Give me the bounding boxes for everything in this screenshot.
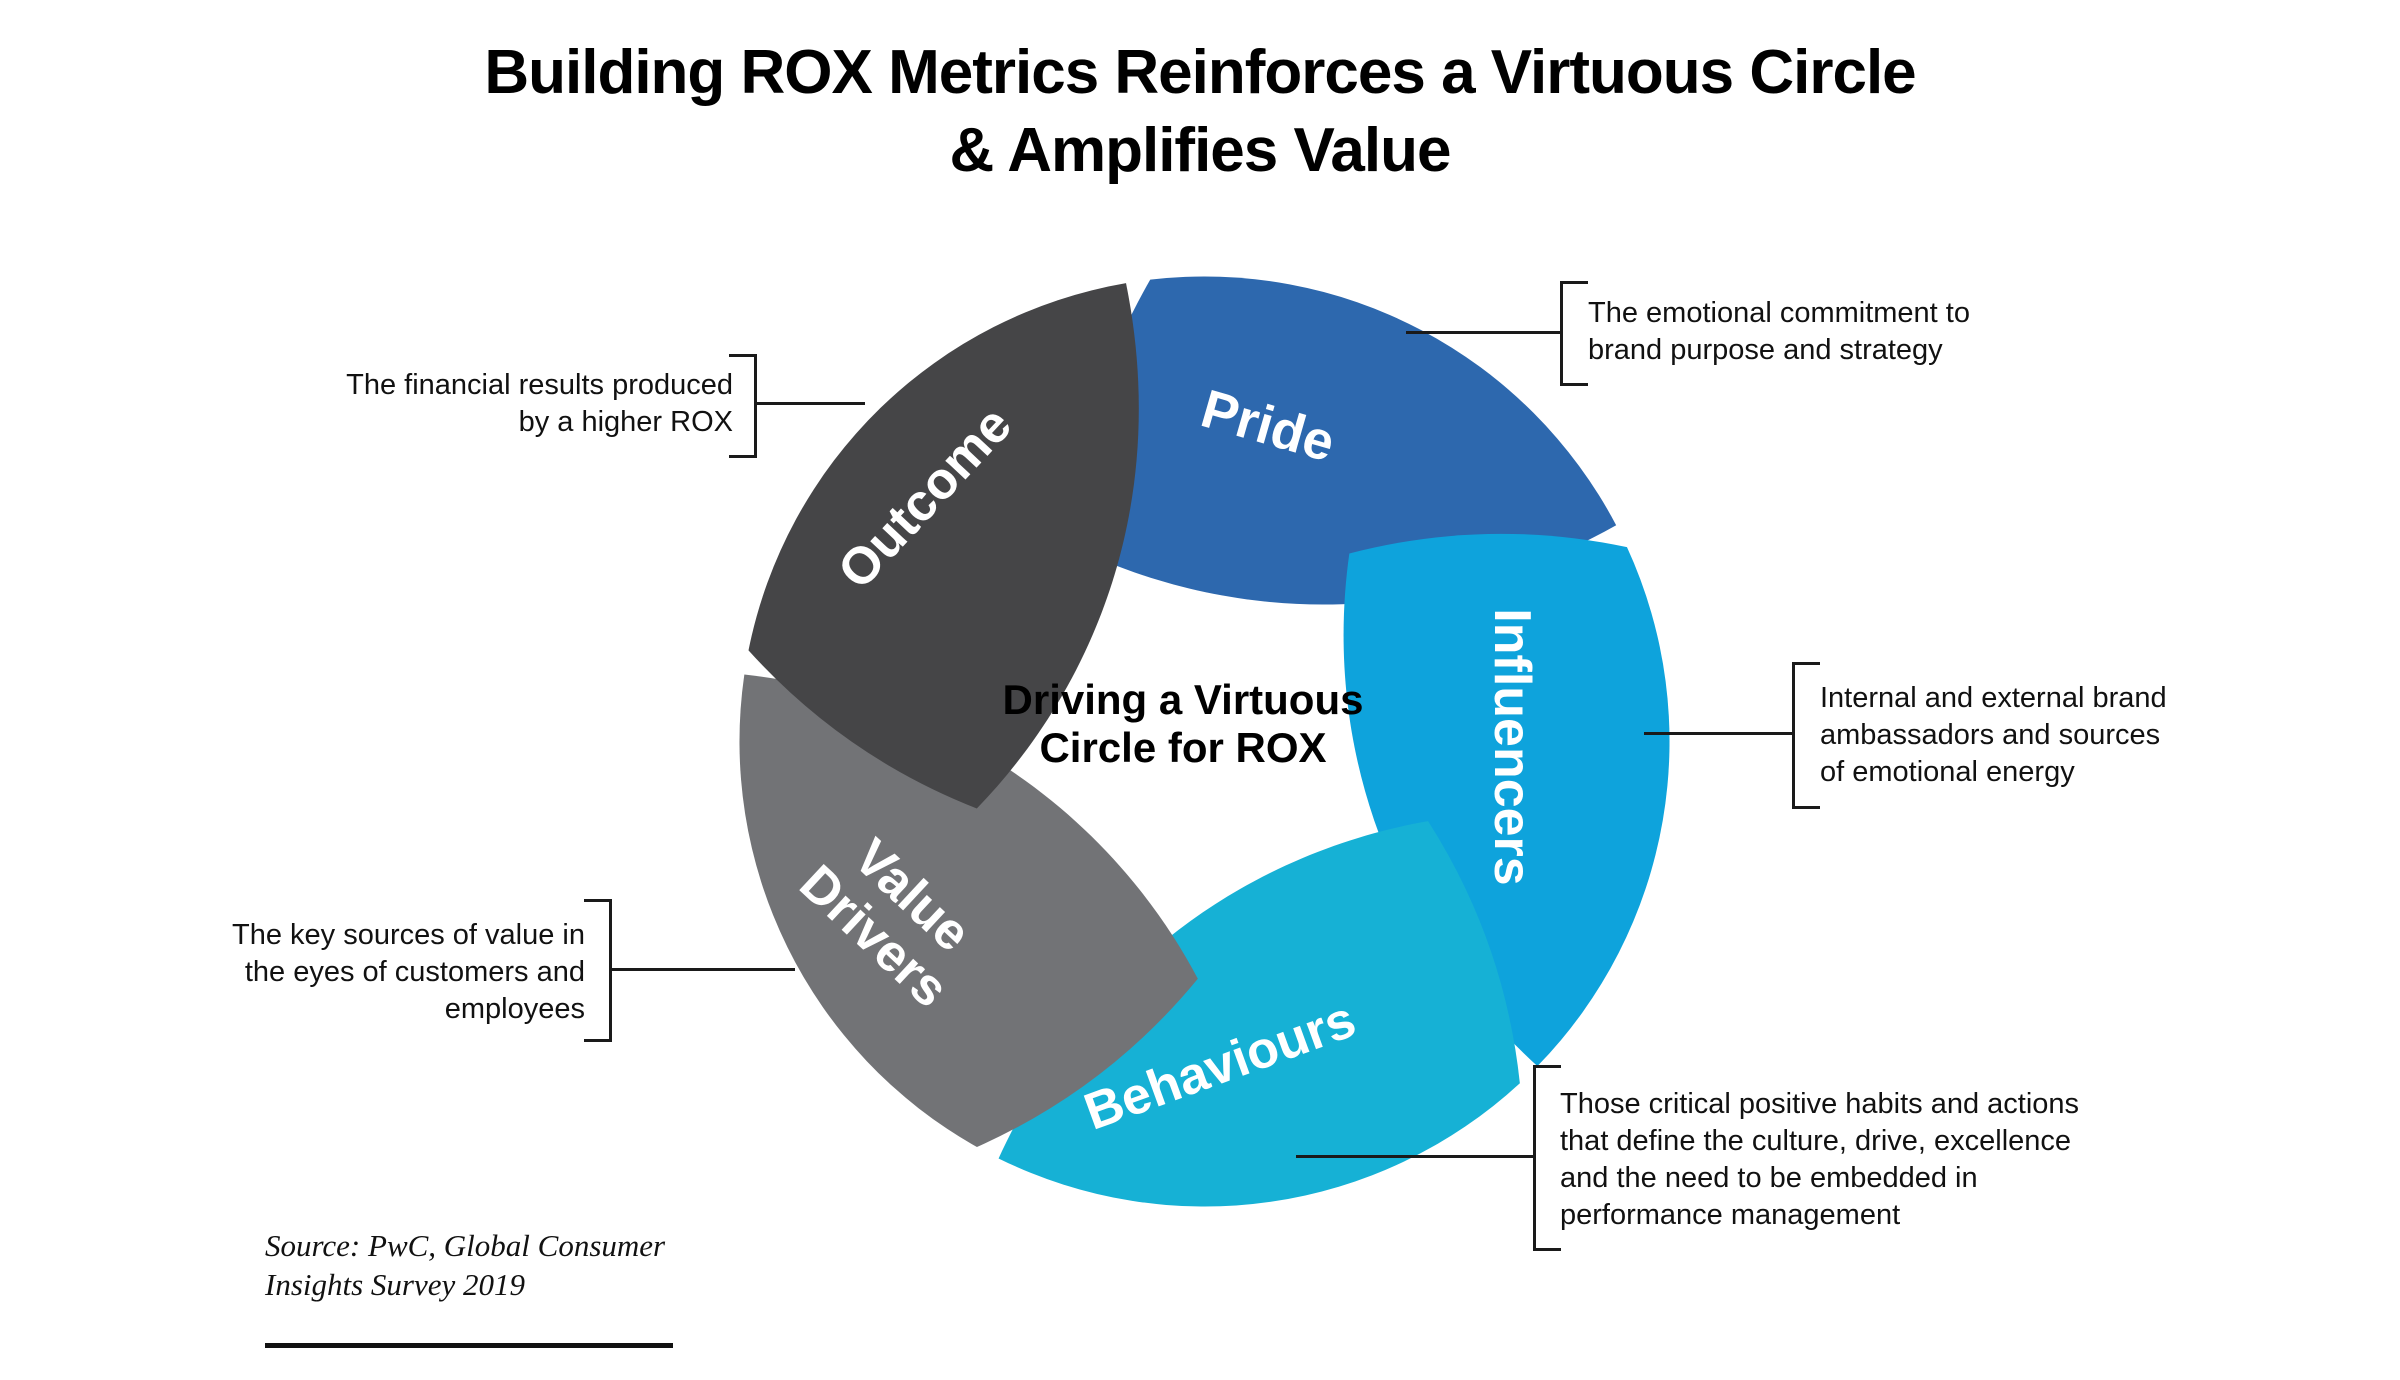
behaviours-callout-line: performance management [1560, 1199, 1901, 1231]
pride-callout-connector [1406, 331, 1560, 334]
diagram-center-text-line1: Driving a Virtuous [1002, 676, 1364, 723]
influencers-callout-bracket [1792, 662, 1820, 809]
value-drivers-callout-bracket [584, 899, 612, 1042]
segment-influencers-label: Influencers [1483, 608, 1541, 886]
source-note: Source: PwC, Global Consumer Insights Su… [265, 1226, 825, 1304]
virtuous-circle-diagram [739, 276, 1670, 1207]
influencers-callout-line: of emotional energy [1820, 756, 2075, 788]
segment-value-drivers-shape [739, 674, 1198, 1148]
value-drivers-callout-text: The key sources of value in the eyes of … [180, 917, 585, 1028]
behaviours-callout-line: and the need to be embedded in [1560, 1162, 1978, 1194]
segment-outcome-shape [748, 283, 1139, 809]
value-drivers-callout-line: employees [444, 993, 585, 1025]
behaviours-callout-line: that define the culture, drive, excellen… [1560, 1125, 2072, 1157]
outcome-callout-text: The financial results produced by a high… [290, 367, 733, 441]
footer-rule [265, 1343, 673, 1348]
influencers-callout-text: Internal and external brand ambassadors … [1820, 680, 2380, 791]
influencers-callout-line: ambassadors and sources [1820, 719, 2161, 751]
behaviours-callout-text: Those critical positive habits and actio… [1560, 1086, 2240, 1234]
pride-callout-bracket [1560, 281, 1588, 386]
page-title: Building ROX Metrics Reinforces a Virtuo… [0, 34, 2400, 190]
source-note-line2: Insights Survey 2019 [265, 1267, 526, 1302]
outcome-callout-bracket [729, 354, 757, 458]
diagram-center-text: Driving a Virtuous Circle for ROX [983, 676, 1383, 772]
value-drivers-callout-line: the eyes of customers and [244, 956, 585, 988]
pride-callout-text: The emotional commitment to brand purpos… [1588, 295, 2148, 369]
value-drivers-callout-connector [612, 968, 795, 971]
pride-callout-line: brand purpose and strategy [1588, 334, 1943, 366]
influencers-callout-connector [1644, 732, 1792, 735]
source-note-line1: Source: PwC, Global Consumer [265, 1228, 666, 1263]
outcome-callout-connector [757, 402, 865, 405]
diagram-center-text-line2: Circle for ROX [1039, 724, 1327, 771]
behaviours-callout-line: Those critical positive habits and actio… [1560, 1088, 2080, 1120]
page-title-line1: Building ROX Metrics Reinforces a Virtuo… [484, 38, 1916, 107]
behaviours-callout-connector [1296, 1155, 1533, 1158]
segment-pride-shape [1070, 276, 1617, 605]
value-drivers-callout-line: The key sources of value in [231, 919, 585, 951]
page-title-line2: & Amplifies Value [949, 116, 1452, 185]
behaviours-callout-bracket [1533, 1065, 1561, 1251]
outcome-callout-line: by a higher ROX [518, 406, 733, 438]
segment-influencers-shape [1343, 533, 1670, 1067]
outcome-callout-line: The financial results produced [346, 369, 733, 401]
pride-callout-line: The emotional commitment to [1588, 297, 1970, 329]
influencers-callout-line: Internal and external brand [1820, 682, 2167, 714]
segment-behaviours-shape [998, 821, 1520, 1207]
